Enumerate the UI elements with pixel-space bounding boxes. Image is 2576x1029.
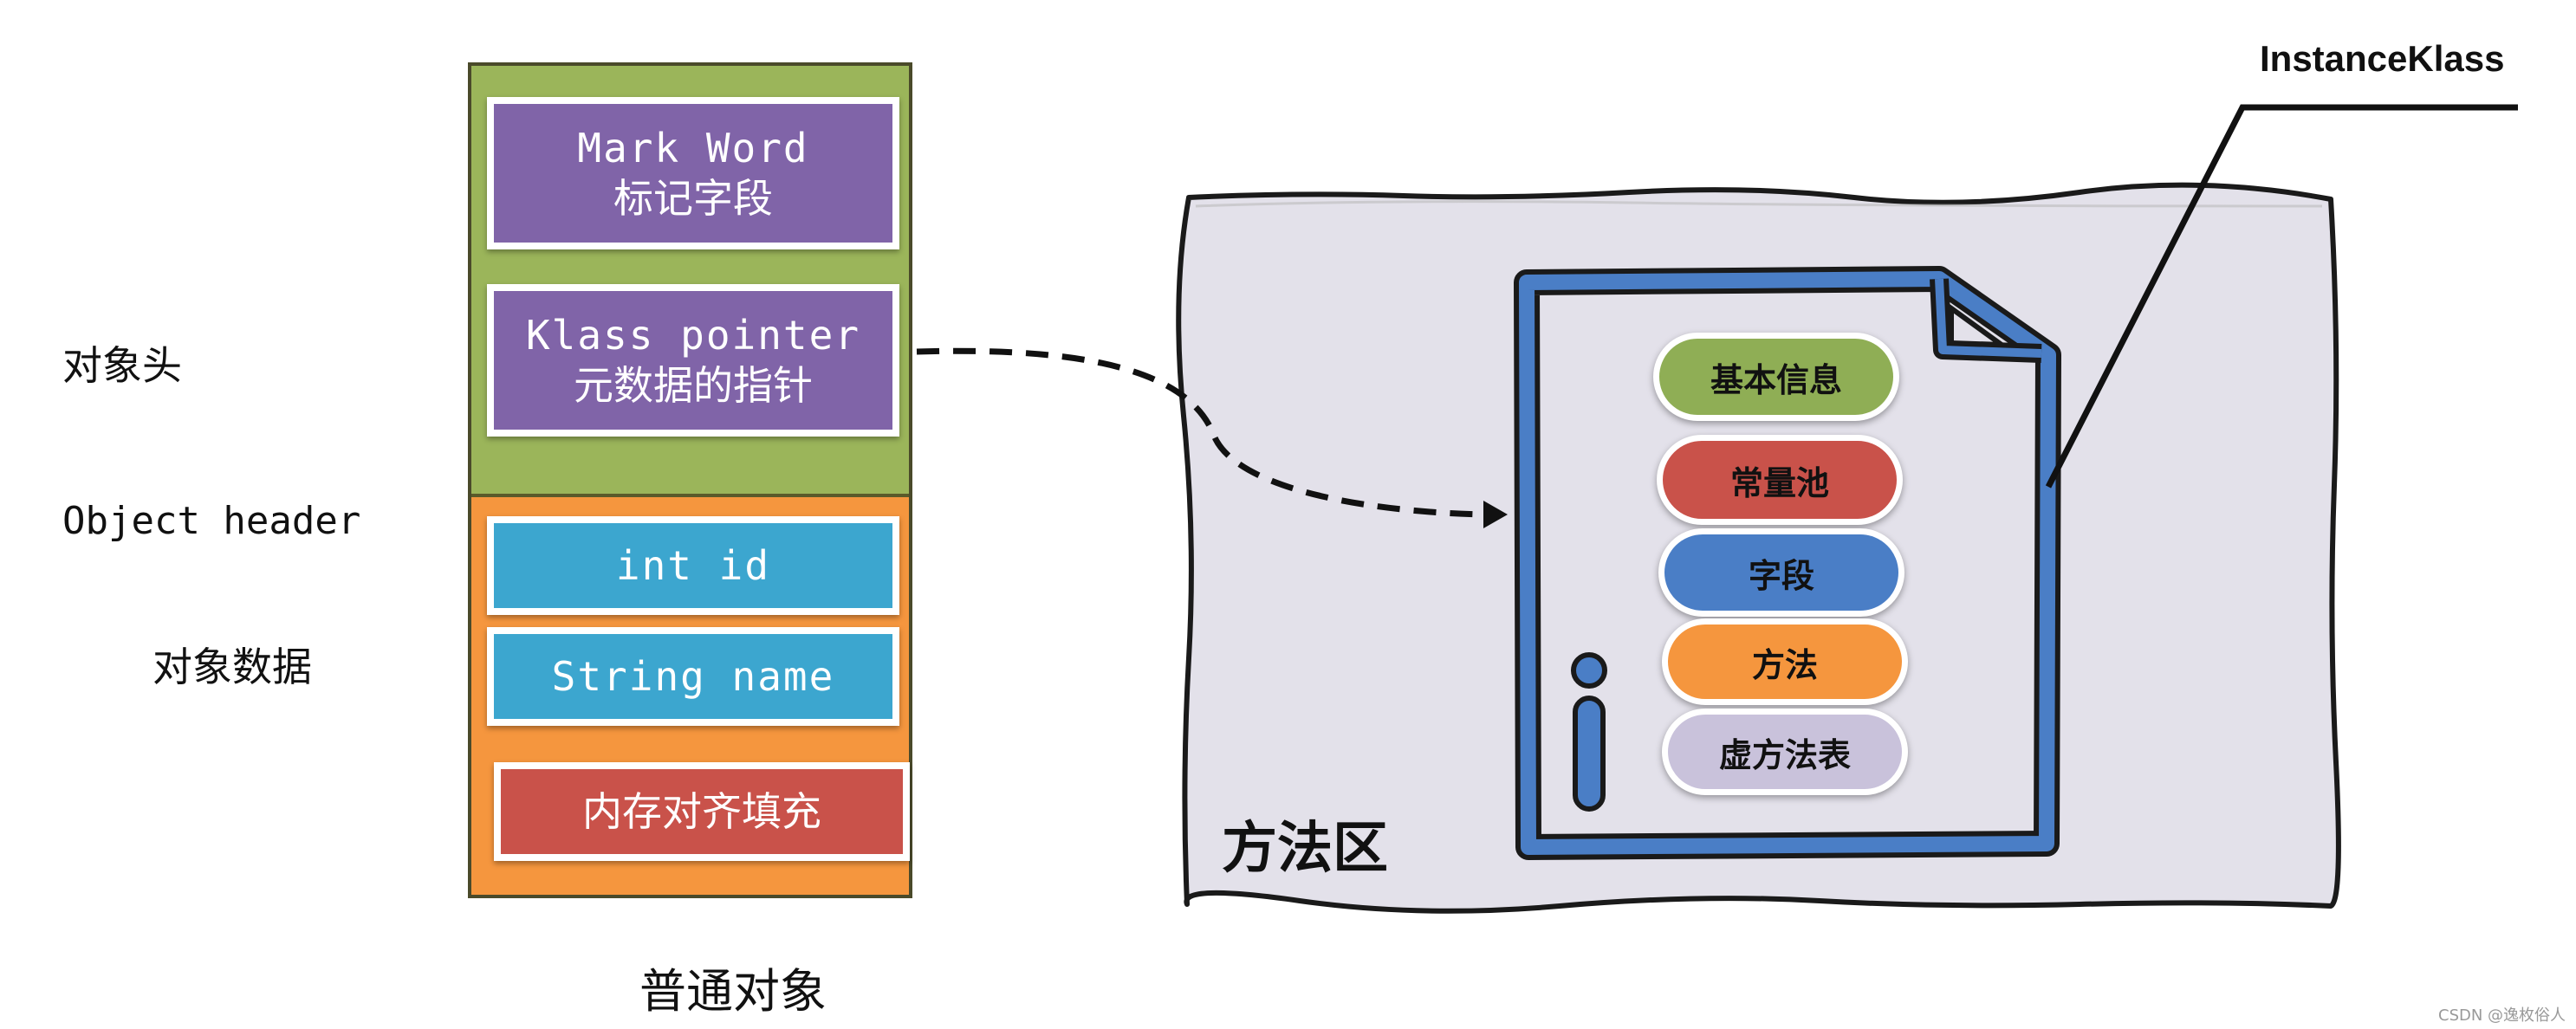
object-header-label: 对象头 Object header: [62, 236, 360, 599]
pill-constant-pool-label: 常量池: [1729, 463, 1829, 502]
string-name-label: String name: [551, 653, 835, 700]
klass-pointer-label: Klass pointer: [525, 312, 861, 359]
pill-methods-label: 方法: [1751, 645, 1818, 684]
pill-basic-info: 基本信息: [1653, 333, 1899, 421]
ordinary-object-caption: 普通对象: [639, 964, 827, 1019]
watermark: CSDN @逸枚俗人: [2438, 1006, 2566, 1025]
object-data-label: 对象数据: [152, 644, 312, 690]
int-id-label: int id: [615, 542, 771, 589]
method-area-label: 方法区: [1222, 817, 1388, 881]
pill-fields-label: 字段: [1748, 556, 1814, 595]
string-name-field: String name: [487, 627, 899, 726]
pill-basic-info-label: 基本信息: [1710, 360, 1842, 399]
mark-word-label: Mark Word: [577, 125, 809, 172]
klass-pointer-field: Klass pointer 元数据的指针: [487, 284, 899, 437]
pill-vtable-label: 虚方法表: [1718, 735, 1851, 774]
pill-constant-pool: 常量池: [1657, 435, 1903, 525]
padding-label: 内存对齐填充: [582, 788, 821, 835]
int-id-field: int id: [487, 516, 899, 615]
padding-field: 内存对齐填充: [494, 762, 910, 861]
pill-fields: 字段: [1658, 528, 1904, 617]
object-data-section: int id String name 内存对齐填充: [471, 497, 910, 895]
klass-pointer-arrow: [916, 347, 1483, 518]
instance-klass-callout-line: [2045, 104, 2518, 489]
pill-methods: 方法: [1662, 618, 1908, 705]
instance-klass-label: InstanceKlass: [2260, 38, 2505, 79]
klass-pointer-sublabel: 元数据的指针: [574, 362, 813, 409]
object-header-label-cn: 对象头: [62, 342, 182, 389]
mark-word-field: Mark Word 标记字段: [487, 97, 899, 249]
object-header-label-en: Object header: [62, 499, 361, 543]
object-header-section: Mark Word 标记字段 Klass pointer 元数据的指针: [471, 66, 909, 497]
pill-vtable: 虚方法表: [1662, 709, 1908, 795]
info-icon: [1571, 652, 1607, 812]
arrow-head: [1483, 501, 1508, 528]
ordinary-object-layout: Mark Word 标记字段 Klass pointer 元数据的指针 int …: [468, 62, 912, 898]
mark-word-sublabel: 标记字段: [613, 175, 773, 222]
